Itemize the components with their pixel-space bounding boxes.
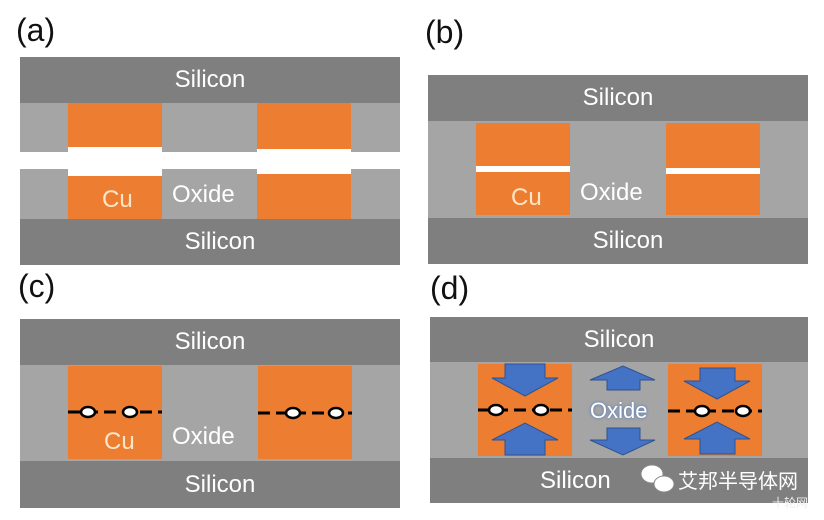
watermark-text: 艾邦半导体网 <box>678 471 798 493</box>
silicon-top: Silicon <box>430 317 808 362</box>
gap <box>666 168 760 174</box>
silicon-bottom: Silicon <box>430 458 808 503</box>
cu-label: Cu <box>511 184 542 211</box>
panel-label: (c) <box>18 268 56 304</box>
void <box>79 405 97 419</box>
oxide-label: Oxide <box>172 181 235 208</box>
panel-label: (b) <box>425 14 465 50</box>
arrow-down-icon <box>491 363 559 397</box>
oxide-label: Oxide <box>590 398 648 423</box>
arrow-down-icon <box>589 427 656 456</box>
oxide-label: Oxide <box>580 179 643 206</box>
cu-label: Cu <box>102 186 133 213</box>
gap <box>68 147 162 176</box>
silicon-top: Silicon <box>428 75 808 121</box>
silicon-bottom: Silicon <box>20 461 400 508</box>
arrow-up-icon <box>589 365 656 391</box>
gap <box>257 149 351 174</box>
panel-label: (a) <box>16 12 56 48</box>
watermark-sub: 十轮网 <box>772 496 809 510</box>
void <box>693 404 711 418</box>
silicon-bottom: Silicon <box>20 219 400 265</box>
wechat-icon <box>640 464 675 493</box>
oxide-label: Oxide <box>172 423 235 450</box>
arrow-down-icon <box>683 367 751 400</box>
void <box>327 406 345 420</box>
void <box>734 404 752 418</box>
silicon-top: Silicon <box>20 57 400 103</box>
silicon-bottom: Silicon <box>428 218 808 264</box>
void <box>532 403 550 417</box>
cu-label: Cu <box>104 428 135 455</box>
arrow-up-icon <box>683 421 751 455</box>
gap <box>476 166 570 172</box>
void <box>487 403 505 417</box>
silicon-top: Silicon <box>20 319 400 365</box>
arrow-up-icon <box>491 422 559 456</box>
panel-label: (d) <box>430 270 470 306</box>
void <box>284 406 302 420</box>
void <box>121 405 139 419</box>
